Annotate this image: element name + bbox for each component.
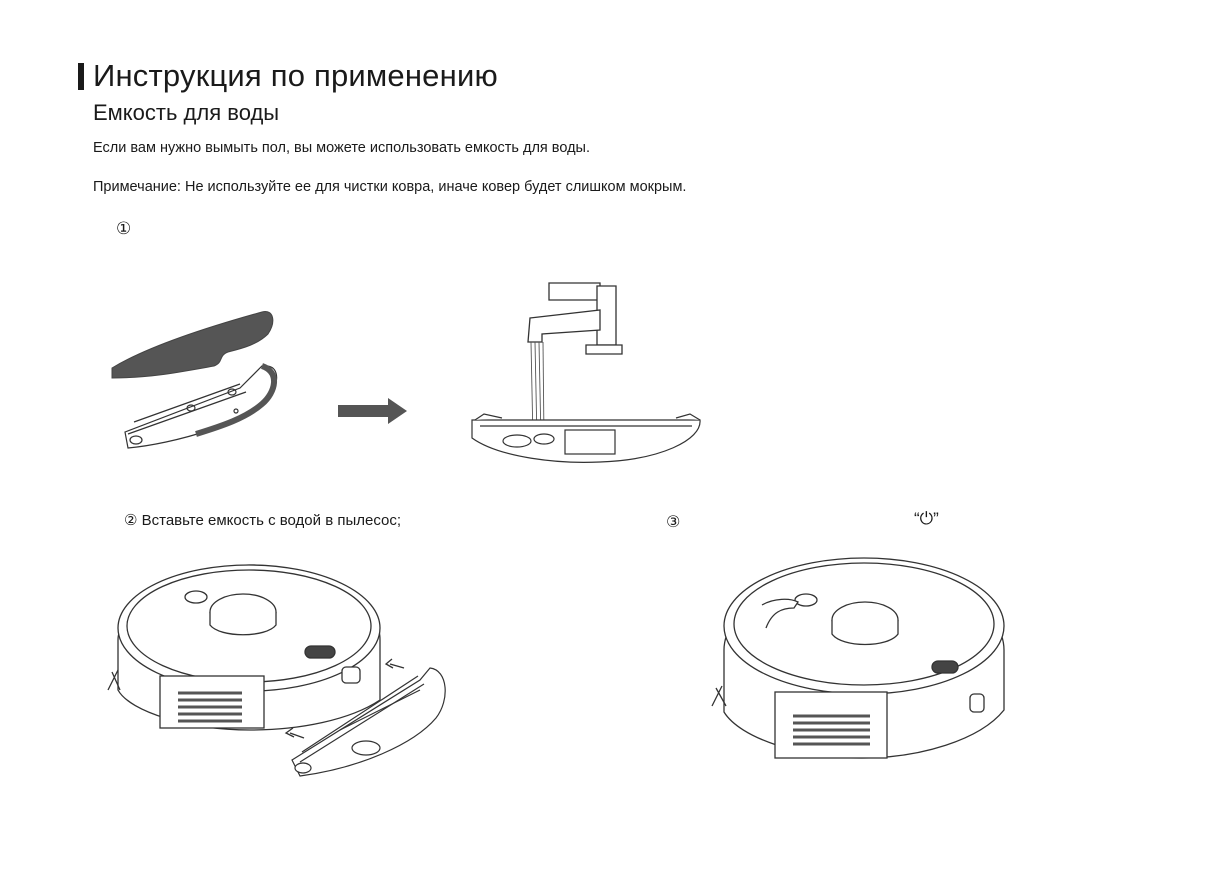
- robot-vacuum-illustration-3: [711, 557, 1005, 759]
- step-2-text: ② Вставьте емкость с водой в пылесос;: [124, 512, 402, 529]
- water-tank-illustration-2: [471, 413, 701, 463]
- right-arrow-icon: [338, 398, 407, 424]
- insert-arrows: [284, 658, 405, 739]
- water-tank-illustration-1: [124, 363, 278, 449]
- page-title: Инструкция по применению: [93, 58, 498, 93]
- robot-vacuum-illustration-2: [107, 564, 381, 731]
- step-1-marker: ①: [116, 219, 132, 238]
- power-symbol-label: “⏻”: [914, 509, 939, 528]
- note-paragraph: Примечание: Не используйте ее для чистки…: [93, 179, 687, 195]
- intro-paragraph: Если вам нужно вымыть пол, вы можете исп…: [93, 140, 591, 156]
- title-accent-bar: [78, 63, 84, 90]
- step-3-marker: ③: [666, 514, 681, 531]
- mop-cloth-illustration: [111, 311, 274, 379]
- section-title: Емкость для воды: [93, 100, 280, 125]
- faucet-icon: [527, 282, 623, 441]
- water-tank-inserting: [291, 667, 446, 777]
